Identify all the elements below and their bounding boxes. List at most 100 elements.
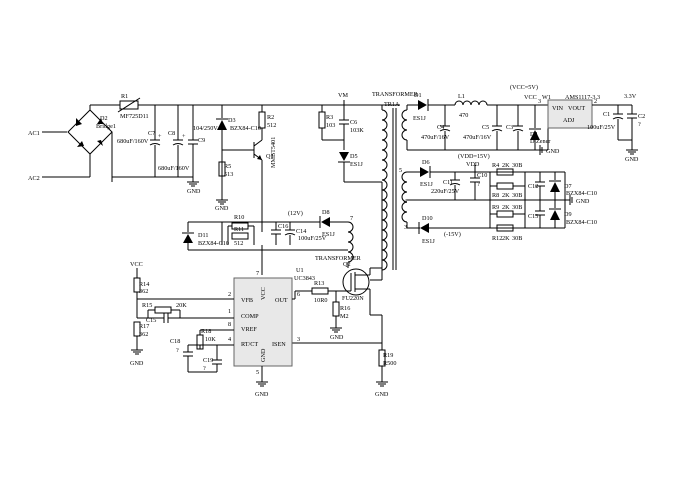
r1-ref: R1 [121, 93, 128, 100]
c5-ref: C5 [482, 124, 489, 131]
svg-text:8: 8 [228, 321, 231, 328]
c1-ref: C1 [603, 111, 610, 118]
svg-text:2: 2 [594, 98, 597, 105]
c4-value: 470uF/16V [421, 134, 450, 141]
neg15-label: (-15V) [444, 231, 461, 238]
r15-ref: R15 [142, 302, 152, 309]
r9-ref: R9 [492, 204, 499, 211]
gnd-label: GND [215, 205, 229, 212]
q1-ref: Q1 [266, 153, 274, 160]
svg-text:VREF: VREF [241, 326, 257, 333]
d7-value: BZX84-C10 [566, 190, 597, 197]
q1-value: MMBT5401 [270, 137, 277, 168]
r17-ref: R17 [139, 323, 149, 330]
u1-ic [233, 277, 293, 367]
d3-ref: D3 [228, 117, 236, 124]
w1-regulator [547, 99, 593, 129]
v33-label: 3.3V [624, 93, 637, 100]
vm-label: VM [338, 92, 348, 99]
d8-value: ES1J [322, 231, 335, 238]
v12-label: (12V) [288, 210, 303, 217]
w1-ref: W1 [542, 94, 551, 101]
r19-value: R500 [383, 360, 396, 367]
d6-ref: D6 [422, 159, 430, 166]
r11-ref: R11 [234, 226, 244, 233]
r5-value: 513 [224, 171, 233, 178]
c9-value: 104/250V [193, 125, 218, 132]
d7-ref: D7 [564, 183, 572, 190]
c11-value: 220uF/25V [431, 188, 460, 195]
gnd-label: GND [546, 148, 560, 155]
svg-text:OUT: OUT [275, 297, 288, 304]
c8-ref: C8 [168, 130, 175, 137]
r18-value: 10K [205, 336, 216, 343]
r4-extra: 30B [512, 162, 522, 169]
r16-value: M2 [340, 313, 349, 320]
r19-ref: R19 [383, 352, 393, 359]
q2-ref: Q2 [343, 261, 351, 268]
d10-ref: D10 [422, 215, 433, 222]
svg-text:5: 5 [256, 369, 259, 376]
svg-text:6: 6 [297, 291, 300, 298]
r15-value: 20K [176, 302, 187, 309]
r3-value: 103 [326, 122, 335, 129]
r12-extra: 30B [512, 235, 522, 242]
gnd-label: GND [187, 188, 201, 195]
q2-mosfet [338, 267, 382, 296]
d11-ref: D11 [198, 232, 208, 239]
r12-ref: R12 [492, 235, 502, 242]
c7-value: 680uF/160V [117, 138, 149, 145]
d3-value: BZX84-C10 [230, 125, 261, 132]
r18-ref: R18 [201, 328, 211, 335]
vdd-label: VDD [466, 161, 480, 168]
r16-ref: R16 [340, 305, 350, 312]
svg-text:+: + [158, 133, 162, 140]
ac1-label: AC1 [28, 130, 40, 137]
u1-value: UC3843 [294, 275, 315, 282]
d10-value: ES1J [422, 238, 435, 245]
svg-text:VFB: VFB [241, 297, 253, 304]
c1-value: 100uF/25V [587, 124, 616, 131]
gnd-label: GND [330, 334, 344, 341]
c11-ref: C11 [443, 179, 453, 186]
d4-value: D Zener [530, 138, 550, 145]
r8-value: 2K [502, 192, 510, 199]
c6-value: 103K [350, 127, 364, 134]
svg-text:3: 3 [538, 98, 541, 105]
c4-ref: C4 [437, 124, 444, 131]
l1-ref: L1 [458, 93, 465, 100]
d1-value: ES1J [413, 115, 426, 122]
l1-value: 470 [459, 112, 468, 119]
w1-vin: VIN [552, 105, 564, 112]
gnd-label: GND [625, 156, 639, 163]
gnd-label: GND [375, 391, 389, 398]
svg-text:3: 3 [297, 336, 300, 343]
r17-value: 362 [139, 331, 148, 338]
c14-ref: C14 [296, 228, 306, 235]
r3-ref: R3 [326, 114, 333, 121]
gnd-right-label: GND [576, 198, 590, 205]
c19-value: ? [203, 365, 206, 372]
bridge-rectifier-d2 [67, 105, 113, 182]
r14-value: 362 [139, 288, 148, 295]
svg-text:4: 4 [404, 198, 407, 205]
r10-ref: R10 [234, 214, 244, 221]
d9-ref: D9 [564, 211, 572, 218]
tr1-label: TR1A [384, 101, 400, 108]
d5-ref: D5 [350, 153, 358, 160]
d4-ref: D4 [530, 131, 538, 138]
svg-text:7: 7 [350, 215, 353, 222]
c7-ref: C7 [148, 130, 155, 137]
gnd-label: GND [130, 360, 144, 367]
svg-text:7: 7 [256, 270, 259, 277]
r2-ref: R2 [267, 114, 274, 121]
c2-value: ? [638, 121, 641, 128]
vdd15-label: (VDD=15V) [458, 153, 490, 160]
u1-ref: U1 [296, 267, 304, 274]
w1-vout: VOUT [568, 105, 585, 112]
r4-value: 2K [502, 162, 510, 169]
c14-value: 100uF/25V [298, 235, 327, 242]
c13-ref: C13 [528, 213, 538, 220]
c18-ref: C18 [170, 338, 180, 345]
c2-ref: C2 [638, 113, 645, 120]
